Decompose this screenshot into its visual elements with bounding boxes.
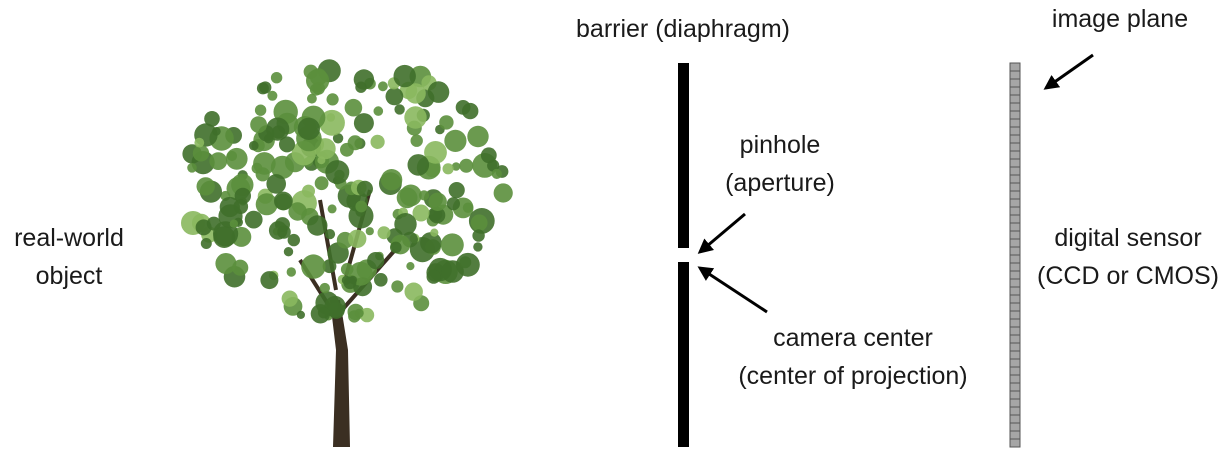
camera-center-arrow-icon	[697, 266, 768, 314]
barrier-label: barrier (diaphragm)	[576, 15, 790, 43]
sensor-label: digital sensor (CCD or CMOS)	[1037, 224, 1219, 290]
barrier-upper	[678, 63, 689, 248]
tree-illustration	[181, 59, 513, 447]
pinhole-label: pinhole (aperture)	[725, 131, 835, 197]
image-plane-arrow-icon	[1043, 53, 1094, 90]
digital-sensor	[1009, 62, 1021, 448]
pinhole-arrow-icon	[697, 212, 746, 254]
object-label: real-world object	[14, 224, 124, 290]
camera-center-label: camera center (center of projection)	[738, 324, 968, 390]
barrier-lower	[678, 262, 689, 447]
image-plane-label: image plane	[1051, 5, 1189, 33]
